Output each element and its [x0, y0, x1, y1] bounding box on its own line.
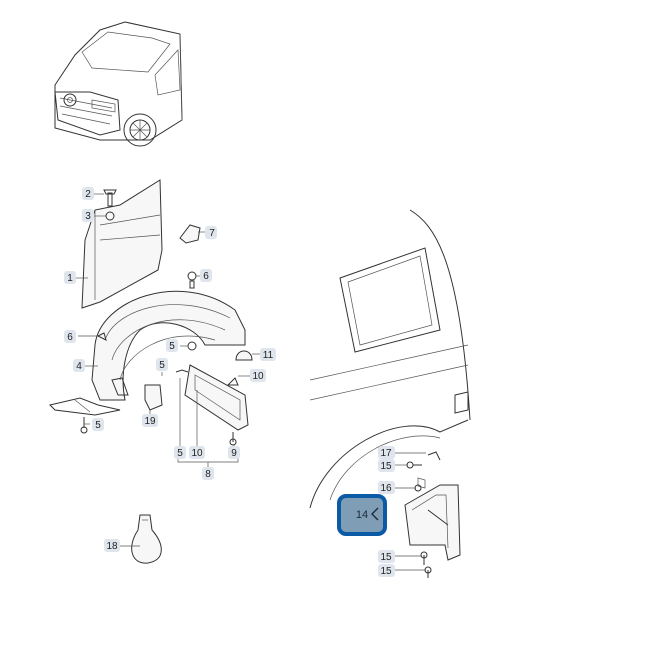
callout-14-highlighted[interactable]: 14 [337, 494, 387, 536]
callout-5-upper-label: 5 [159, 360, 165, 371]
callout-3-label: 3 [85, 211, 91, 222]
callout-5-lower[interactable]: 5 [174, 446, 186, 459]
protective-bag[interactable] [131, 514, 162, 564]
callout-16-label: 16 [380, 483, 392, 494]
wheel-housing-liner[interactable] [49, 290, 246, 416]
callout-3[interactable]: 3 [82, 209, 94, 222]
leader-lines [76, 193, 426, 571]
callout-7[interactable]: 7 [205, 226, 217, 239]
callout-5-bottom[interactable]: 5 [92, 418, 104, 431]
callout-9-label: 9 [231, 448, 237, 459]
callout-5-lower-label: 5 [177, 448, 183, 459]
screws [80, 189, 237, 446]
callout-11-label: 11 [263, 350, 274, 361]
callout-19-label: 19 [144, 416, 156, 427]
callout-4-label: 4 [76, 361, 82, 372]
callout-18[interactable]: 18 [104, 539, 120, 552]
vehicle-thumbnail [54, 21, 183, 147]
callout-17[interactable]: 17 [378, 446, 395, 459]
callout-1-label: 1 [67, 273, 73, 284]
callout-8-label: 8 [205, 469, 211, 480]
callout-18-label: 18 [106, 541, 118, 552]
callout-6-top[interactable]: 6 [200, 269, 212, 282]
mounting-bracket[interactable] [184, 364, 249, 431]
callout-8[interactable]: 8 [202, 467, 214, 480]
callout-7-label: 7 [209, 228, 215, 239]
callout-6-top-label: 6 [203, 271, 209, 282]
callout-4[interactable]: 4 [73, 359, 85, 372]
callout-11[interactable]: 11 [260, 348, 276, 361]
callout-19[interactable]: 19 [142, 414, 158, 427]
callout-6-left[interactable]: 6 [64, 330, 76, 343]
callout-14-label: 14 [356, 509, 368, 521]
callout-5-bottom-label: 5 [95, 420, 101, 431]
callout-15-top-label: 15 [380, 461, 392, 472]
callout-6-left-label: 6 [67, 332, 73, 343]
callout-17-label: 17 [380, 448, 392, 459]
callout-10-bottom[interactable]: 10 [189, 446, 205, 459]
front-fender[interactable] [81, 179, 163, 309]
callout-15-middle-label: 15 [380, 552, 392, 563]
callout-16[interactable]: 16 [378, 481, 395, 494]
cap[interactable] [235, 350, 253, 361]
callout-1[interactable]: 1 [64, 271, 76, 284]
callout-2-label: 2 [85, 189, 91, 200]
mud-flap[interactable] [404, 484, 461, 561]
callout-10-bottom-label: 10 [191, 448, 203, 459]
callout-15-bottom-label: 15 [380, 566, 392, 577]
callout-5-mid[interactable]: 5 [166, 339, 178, 352]
callout-5-mid-label: 5 [169, 341, 175, 352]
rear-body-outline [309, 209, 471, 509]
callout-2[interactable]: 2 [82, 187, 94, 200]
callout-15-bottom[interactable]: 15 [378, 564, 395, 577]
clip[interactable] [179, 224, 201, 244]
callout-10-right-label: 10 [252, 371, 264, 382]
callout-10-right[interactable]: 10 [250, 369, 266, 382]
callout-15-top[interactable]: 15 [378, 459, 395, 472]
seal-strip[interactable] [144, 384, 163, 411]
callout-9[interactable]: 9 [228, 446, 240, 459]
callout-15-middle[interactable]: 15 [378, 550, 395, 563]
callout-5-upper[interactable]: 5 [156, 358, 168, 371]
